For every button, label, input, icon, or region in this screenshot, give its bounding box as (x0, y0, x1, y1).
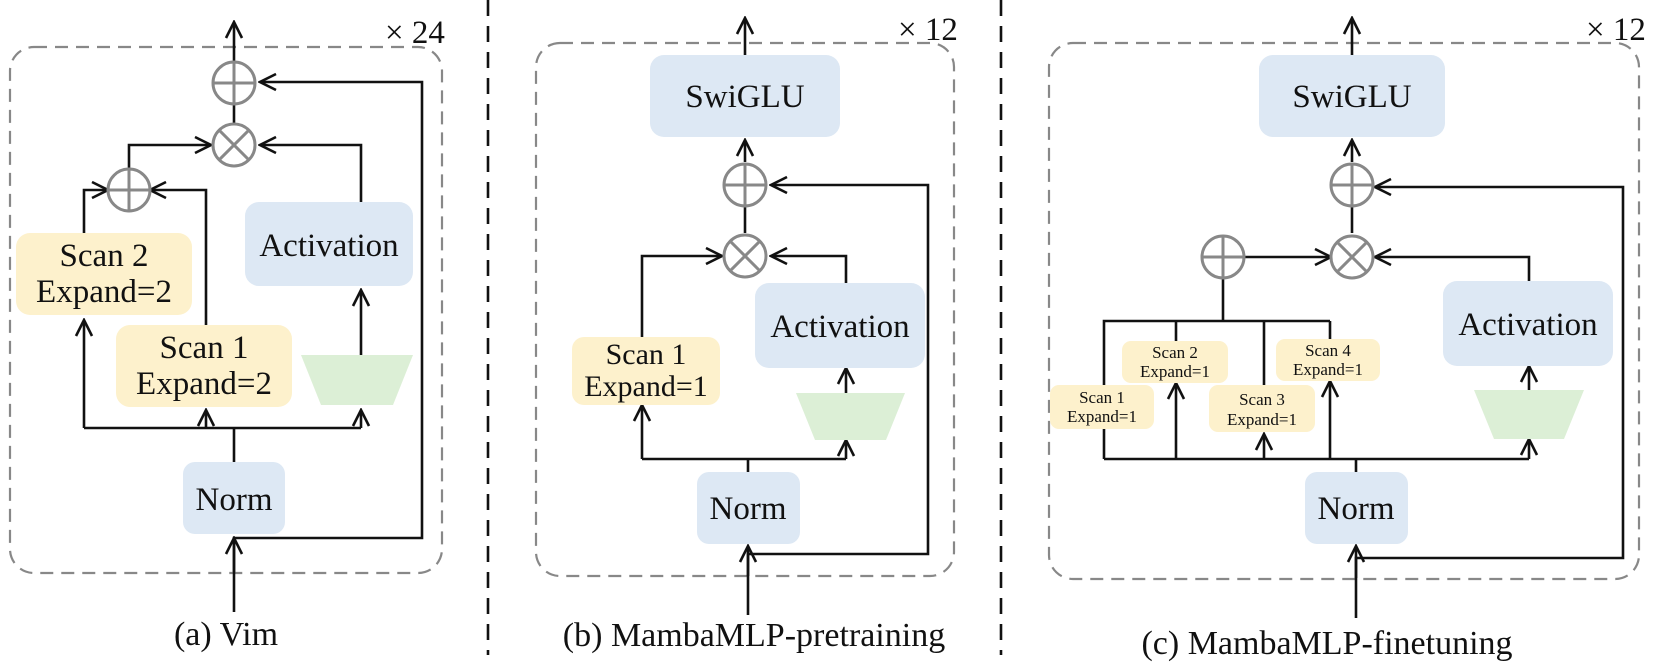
svg-text:Activation: Activation (259, 228, 398, 264)
multiply-operator (1329, 234, 1375, 280)
panel-mambamlp-finetuning: × 12 (1047, 12, 1646, 662)
add-operator (211, 60, 257, 106)
panel-caption: (a) Vim (174, 616, 278, 653)
panel-caption: (b) MambaMLP-pretraining (563, 617, 945, 654)
expand-label: Expand=1 (1227, 410, 1297, 429)
svg-text:Norm: Norm (710, 491, 787, 527)
svg-text:SwiGLU: SwiGLU (1292, 79, 1411, 115)
add-operator (106, 167, 152, 213)
repeat-frame (8, 45, 444, 575)
connections (642, 18, 930, 615)
scan-2-block: Scan 2 Expand=1 (1122, 341, 1228, 383)
projection-trapezoid (796, 393, 905, 440)
connections (1102, 18, 1625, 618)
expand-label: Expand=2 (136, 366, 272, 402)
projection-trapezoid (301, 355, 413, 405)
expand-label: Expand=1 (1067, 407, 1137, 426)
add-operator (722, 162, 768, 208)
panel-vim: × 24 (8, 15, 445, 653)
activation-block: Activation (755, 283, 925, 368)
add-operator (1329, 162, 1375, 208)
svg-text:Activation: Activation (1458, 307, 1597, 343)
scan-1-block: Scan 1 Expand=2 (116, 325, 292, 407)
scan-label: Scan 4 (1305, 341, 1351, 360)
scan-1-block: Scan 1 Expand=1 (572, 337, 720, 405)
svg-text:Norm: Norm (196, 482, 273, 518)
swiglu-block: SwiGLU (1259, 55, 1445, 137)
repeat-count: × 24 (385, 15, 445, 51)
multiply-operator (722, 233, 768, 279)
activation-block: Activation (1443, 281, 1613, 366)
projection-trapezoid (1474, 390, 1584, 439)
add-operator (1200, 234, 1246, 280)
scan-3-block: Scan 3 Expand=1 (1209, 385, 1315, 432)
repeat-frame (1047, 41, 1641, 581)
expand-label: Expand=1 (1293, 360, 1363, 379)
expand-label: Expand=1 (584, 370, 708, 403)
scan-label: Scan 1 (1079, 388, 1125, 407)
repeat-count: × 12 (1586, 12, 1646, 48)
swiglu-block: SwiGLU (650, 55, 840, 137)
svg-text:Activation: Activation (770, 309, 909, 345)
norm-block: Norm (697, 472, 800, 544)
activation-block: Activation (245, 202, 413, 286)
scan-label: Scan 2 (1152, 343, 1198, 362)
norm-block: Norm (1305, 472, 1408, 544)
panel-mambamlp-pretraining: × 12 SwiGLU (534, 12, 958, 654)
connections (84, 22, 424, 612)
multiply-operator (211, 122, 257, 168)
repeat-count: × 12 (898, 12, 958, 48)
expand-label: Expand=1 (1140, 362, 1210, 381)
scan-label: Scan 2 (60, 238, 149, 274)
panel-caption: (c) MambaMLP-finetuning (1141, 625, 1512, 662)
svg-text:Norm: Norm (1318, 491, 1395, 527)
scan-label: Scan 1 (606, 338, 687, 371)
expand-label: Expand=2 (36, 274, 172, 310)
scan-2-block: Scan 2 Expand=2 (16, 233, 192, 315)
repeat-frame (534, 41, 956, 578)
svg-text:SwiGLU: SwiGLU (685, 79, 804, 115)
scan-4-block: Scan 4 Expand=1 (1276, 339, 1380, 381)
scan-label: Scan 3 (1239, 390, 1285, 409)
scan-label: Scan 1 (160, 330, 249, 366)
scan-1-block: Scan 1 Expand=1 (1050, 385, 1154, 429)
norm-block: Norm (183, 462, 285, 534)
